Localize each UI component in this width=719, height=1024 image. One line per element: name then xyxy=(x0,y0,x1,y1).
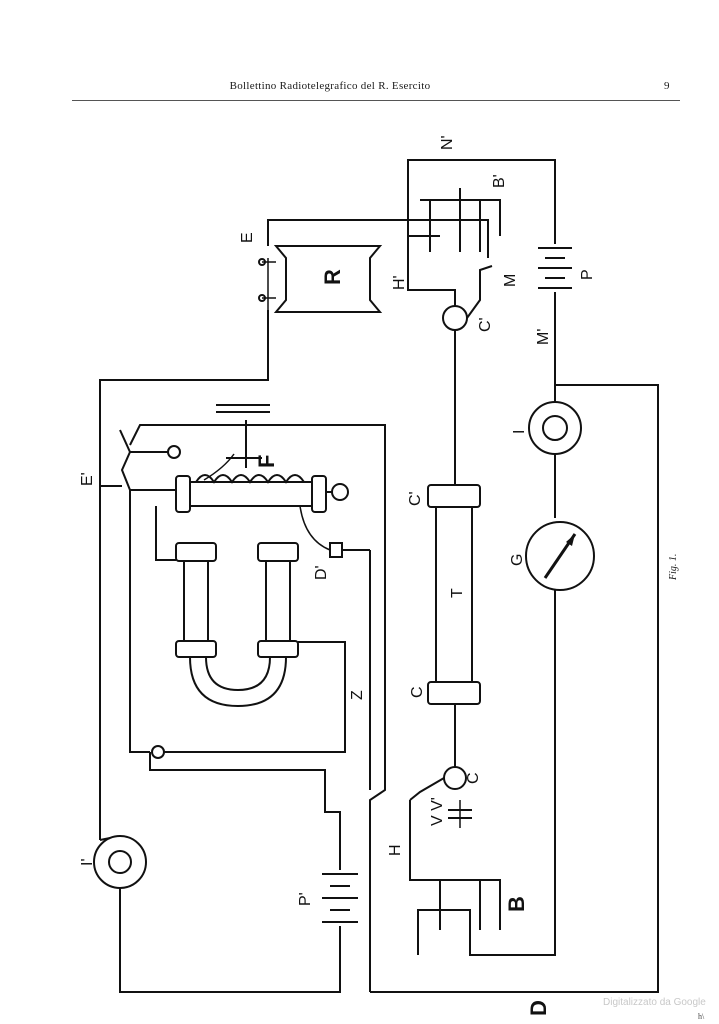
receiver-R xyxy=(258,245,383,313)
label-Hprime: H' xyxy=(391,275,408,290)
condenser-B xyxy=(409,800,556,956)
label-Nprime: N' xyxy=(439,135,456,150)
label-Cprime-small: C' xyxy=(477,317,494,332)
label-R: R xyxy=(320,269,345,285)
contact-C-small xyxy=(409,766,472,828)
label-M: M xyxy=(502,274,519,287)
wire-R-to-Hprime xyxy=(267,219,489,258)
label-E: E xyxy=(239,232,256,243)
corner-mark: h\ xyxy=(698,1012,705,1021)
label-G: G xyxy=(509,554,526,566)
label-C-small: C xyxy=(465,772,482,784)
galvanometer-G xyxy=(525,521,595,905)
battery-P xyxy=(538,160,572,385)
label-Iprime: I' xyxy=(79,859,96,867)
contact-Cprime-small xyxy=(407,236,493,331)
label-VVprime: V V' xyxy=(429,797,446,826)
instrument-Iprime xyxy=(93,835,147,889)
page-number: 9 xyxy=(664,80,670,92)
label-Cprime-tube: C' xyxy=(407,491,424,506)
label-F: F xyxy=(254,455,279,468)
label-B: B xyxy=(504,896,529,912)
label-I: I xyxy=(511,430,528,434)
label-Pprime: P' xyxy=(297,892,314,906)
label-Z: Z xyxy=(349,690,366,700)
label-T: T xyxy=(449,588,466,598)
instrument-I xyxy=(528,385,582,518)
label-Mprime: M' xyxy=(535,329,552,345)
contact-Dprime xyxy=(299,505,371,790)
label-Eprime: E' xyxy=(79,472,96,486)
coherer-tube-T xyxy=(427,484,481,705)
label-C-tube: C xyxy=(409,686,426,698)
label-H: H xyxy=(387,844,404,856)
battery-Pprime xyxy=(160,769,358,940)
condenser-Bprime xyxy=(407,159,556,252)
label-P: P xyxy=(579,269,596,280)
running-title: Bollettino Radiotelegrafico del R. Eserc… xyxy=(229,80,431,92)
watermark: Digitalizzato da Google xyxy=(603,997,706,1008)
figure-caption: Fig. 1. xyxy=(668,553,679,580)
electromagnet xyxy=(155,506,346,753)
wire-left-outer xyxy=(99,310,341,993)
label-Dprime: D' xyxy=(313,565,330,580)
wire-right-outer xyxy=(370,384,659,993)
label-Bprime: B' xyxy=(491,174,508,188)
header-rule xyxy=(72,100,680,101)
terminal-Eprime xyxy=(100,429,181,771)
wire-bottom-D xyxy=(129,424,386,992)
relay-F xyxy=(175,404,349,513)
label-D: D xyxy=(526,1000,551,1016)
